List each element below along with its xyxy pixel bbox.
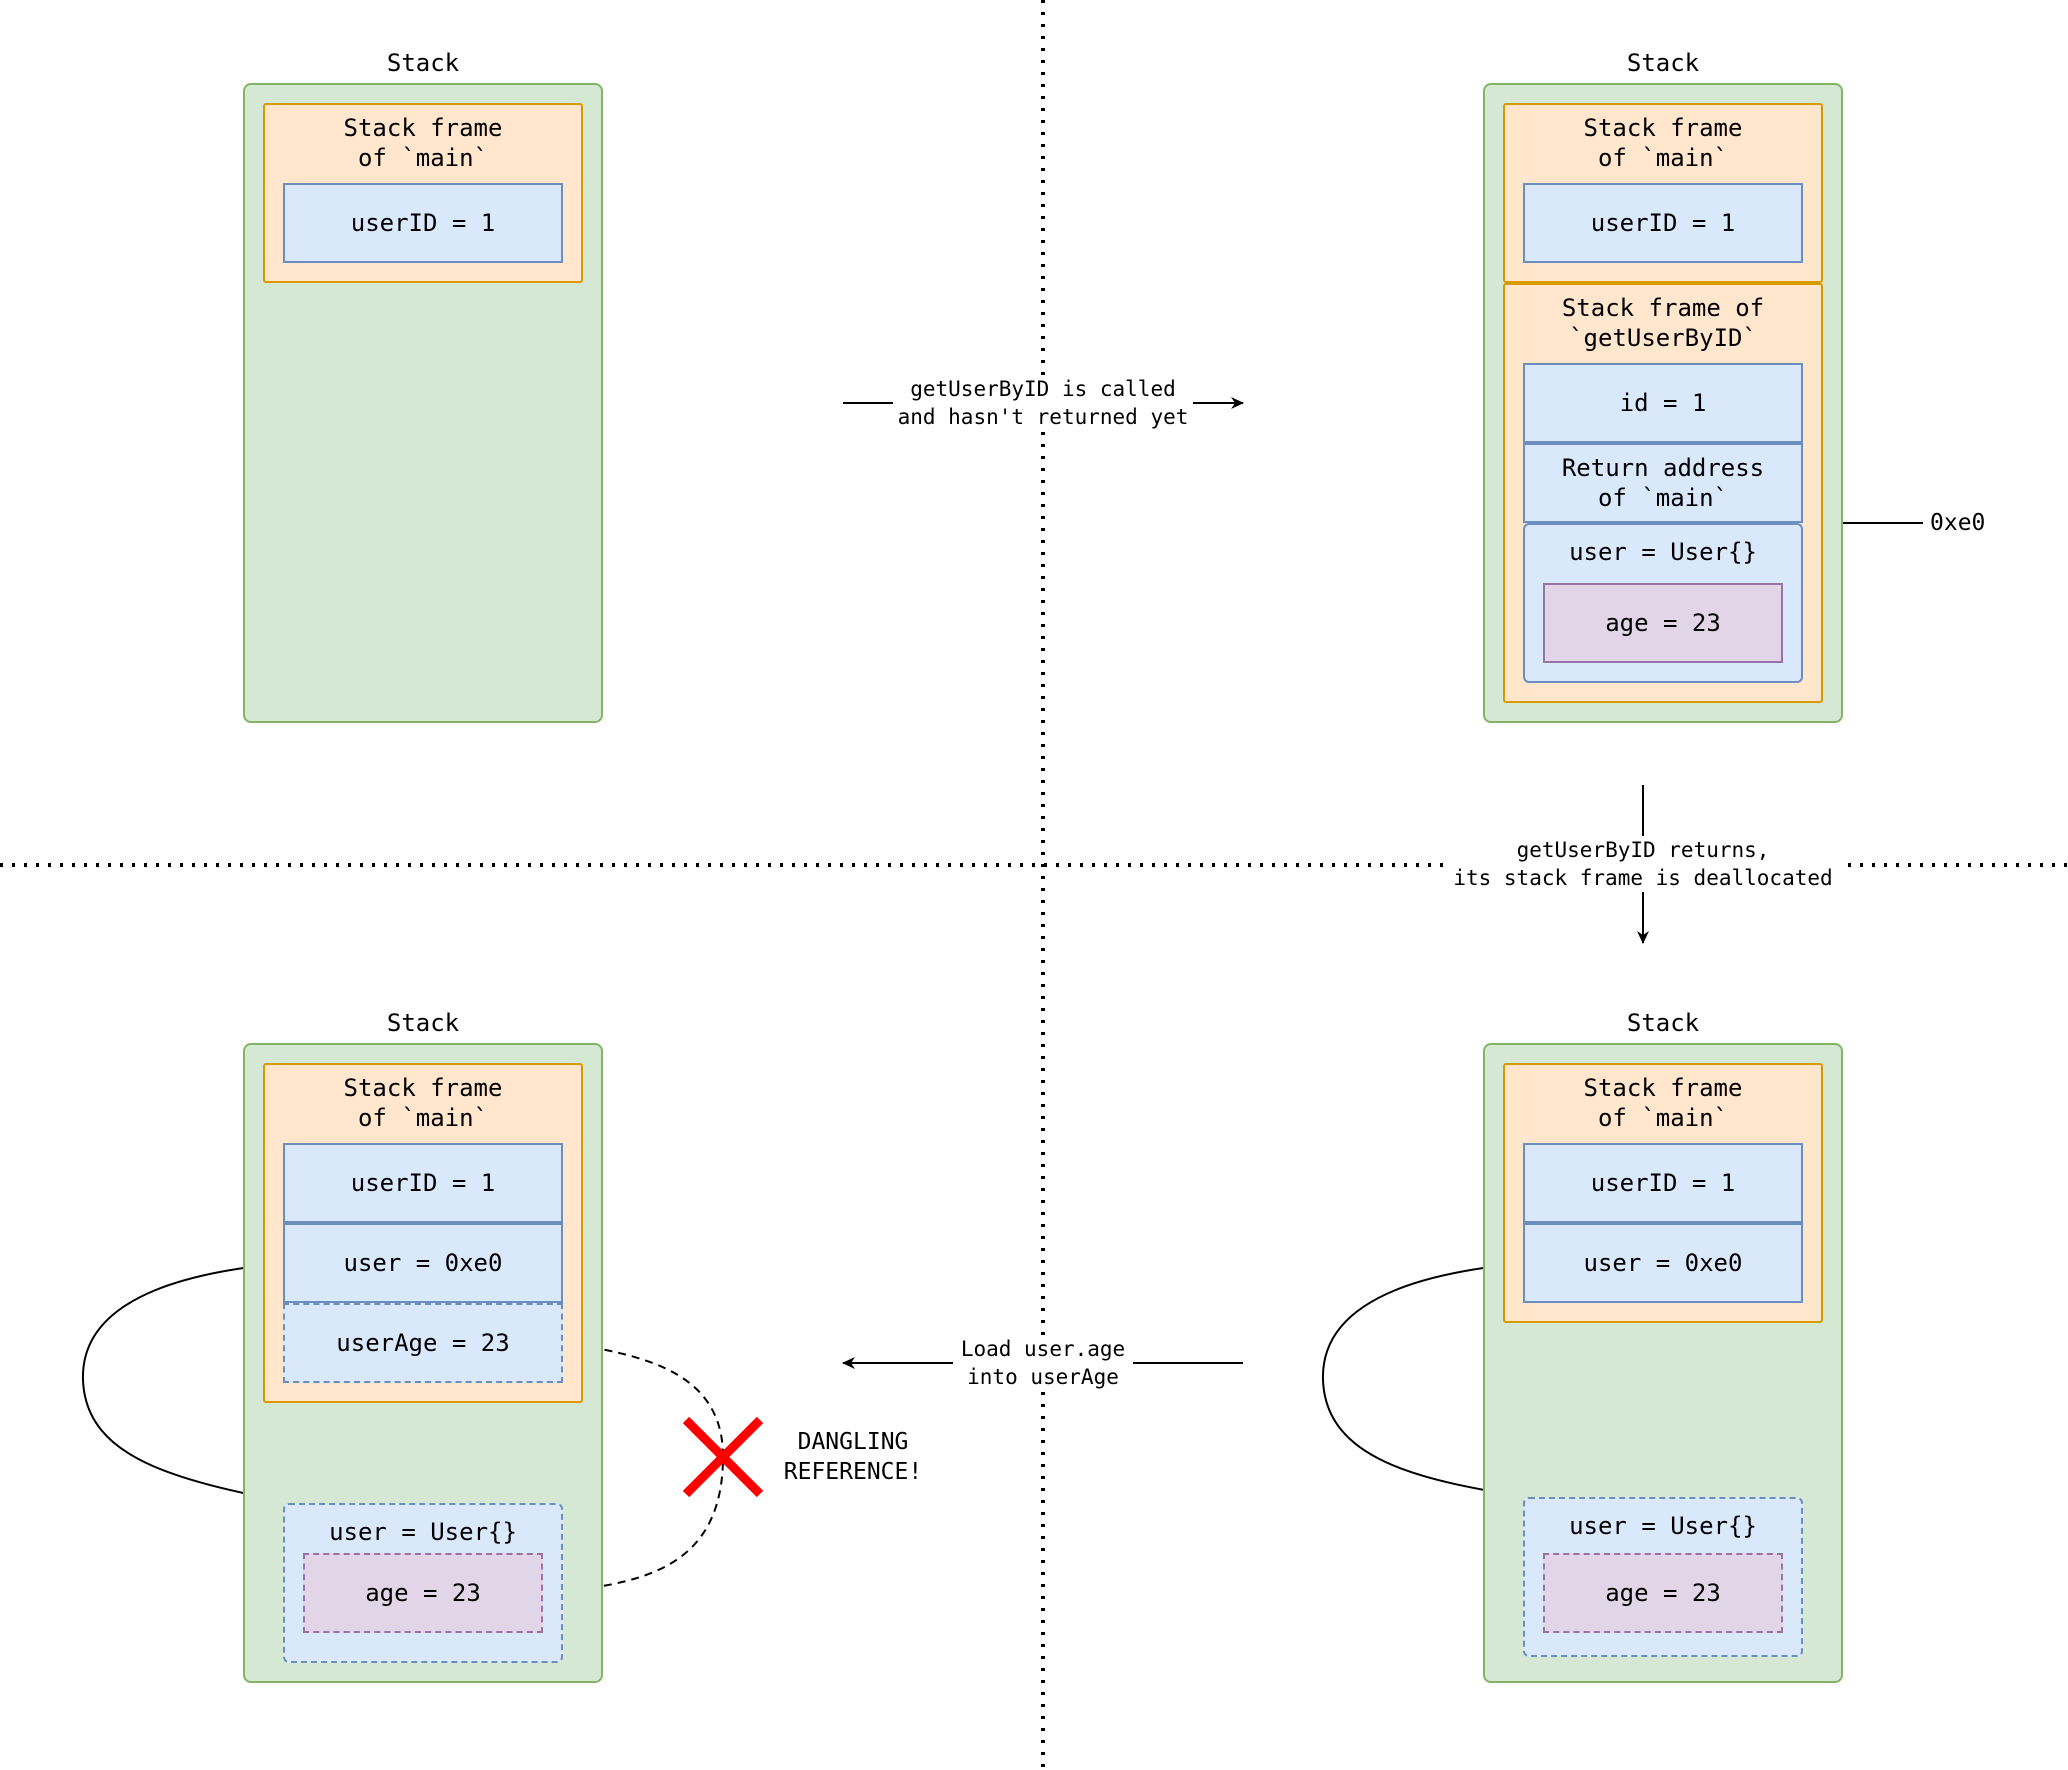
stack-label-bottom-left: Stack xyxy=(386,1009,460,1037)
var-return-address: Return address of `main` xyxy=(1523,443,1803,523)
var-userid: userID = 1 xyxy=(1523,183,1803,263)
stale-user-struct: user = User{} xyxy=(283,1503,563,1663)
dangling-reference-arrow xyxy=(542,1342,725,1598)
user-pointer-arrow-left xyxy=(81,1262,286,1506)
frame-title: Stack frame of `main` xyxy=(1583,1074,1743,1132)
var-user-pointer: user = 0xe0 xyxy=(283,1223,563,1303)
frame-title: Stack frame of `main` xyxy=(1583,114,1743,172)
frame-title: Stack frame of `getUserByID` xyxy=(1561,294,1765,352)
stack-label-bottom-right: Stack xyxy=(1626,1009,1700,1037)
field-age: age = 23 xyxy=(1543,583,1783,663)
call-transition-label: getUserByID is called and hasn't returne… xyxy=(893,375,1193,431)
stack-label-top-left: Stack xyxy=(386,49,460,77)
user-pointer-arrow-right xyxy=(1321,1262,1526,1502)
frame-title: Stack frame of `main` xyxy=(343,1074,503,1132)
var-userid: userID = 1 xyxy=(283,1143,563,1223)
var-userage: userAge = 23 xyxy=(283,1303,563,1383)
stale-field-age: age = 23 xyxy=(1543,1553,1783,1633)
var-user-pointer: user = 0xe0 xyxy=(1523,1223,1803,1303)
dangling-reference-label: DANGLING REFERENCE! xyxy=(783,1429,923,1485)
frame-title: Stack frame of `main` xyxy=(343,114,503,172)
address-label: 0xe0 xyxy=(1930,510,1986,536)
load-transition-label: Load user.age into userAge xyxy=(953,1335,1133,1391)
stack-label-top-right: Stack xyxy=(1626,49,1700,77)
stale-field-age: age = 23 xyxy=(303,1553,543,1633)
return-transition-label: getUserByID returns, its stack frame is … xyxy=(1443,836,1843,892)
var-userid: userID = 1 xyxy=(1523,1143,1803,1223)
var-id: id = 1 xyxy=(1523,363,1803,443)
var-userid: userID = 1 xyxy=(283,183,563,263)
red-x-icon xyxy=(682,1416,764,1498)
